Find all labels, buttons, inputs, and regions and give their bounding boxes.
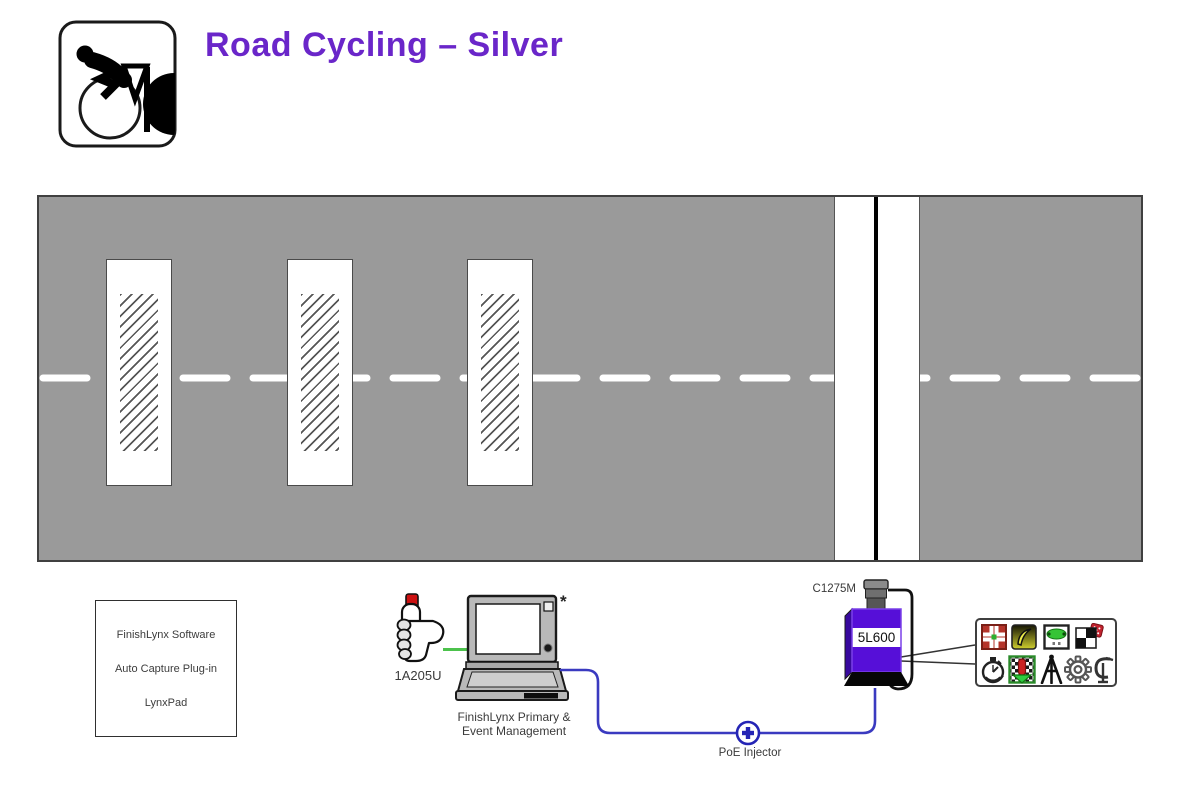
poe-injector-label: PoE Injector <box>718 747 782 759</box>
bubble-level-icon <box>1043 624 1070 655</box>
start-cable <box>443 648 470 651</box>
laptop-footnote-asterisk: * <box>560 592 567 611</box>
capture-zone-hatch <box>481 294 519 451</box>
ethernet-cable <box>560 668 877 735</box>
start-button-hand-icon <box>389 593 447 667</box>
camera-model-label: 5L600 <box>858 630 896 645</box>
poe-injector-icon <box>735 720 761 746</box>
software-list-box: FinishLynx Software Auto Capture Plug-in… <box>95 600 237 737</box>
road-centerline <box>39 374 1141 382</box>
laptop-label-line2: Event Management <box>461 724 567 738</box>
laptop-label: FinishLynx Primary & Event Management <box>440 710 588 738</box>
lens-curve-icon <box>1011 624 1037 655</box>
page-title: Road Cycling – Silver <box>205 26 564 64</box>
capture-zone <box>106 259 172 486</box>
laptop-icon <box>452 594 570 704</box>
lens-model-label: C1275M <box>812 583 856 595</box>
clamp-icon <box>1092 655 1114 690</box>
red-grid-flag-icon <box>981 624 1007 655</box>
finish-strip <box>834 197 920 560</box>
capture-zone-hatch <box>120 294 158 451</box>
software-item: LynxPad <box>144 696 188 709</box>
start-button-label: 1A205U <box>394 668 442 683</box>
tripod-icon <box>1039 654 1064 689</box>
software-item: FinishLynx Software <box>116 628 216 641</box>
stopwatch-icon <box>981 656 1005 690</box>
checker-dice-icon <box>1075 622 1105 656</box>
cyclist-pictogram-icon <box>58 20 177 148</box>
laptop-label-line1: FinishLynx Primary & <box>457 710 571 724</box>
software-item: Auto Capture Plug-in <box>114 662 218 675</box>
capture-zone-hatch <box>301 294 339 451</box>
road <box>37 195 1143 562</box>
capture-zone <box>287 259 353 486</box>
gear-icon <box>1064 655 1092 689</box>
photofinish-camera-icon: 5L600 <box>843 576 923 698</box>
capture-zone <box>467 259 533 486</box>
accessory-panel <box>975 618 1117 687</box>
gate-alignment-icon <box>1008 655 1036 689</box>
finish-line <box>874 197 878 560</box>
